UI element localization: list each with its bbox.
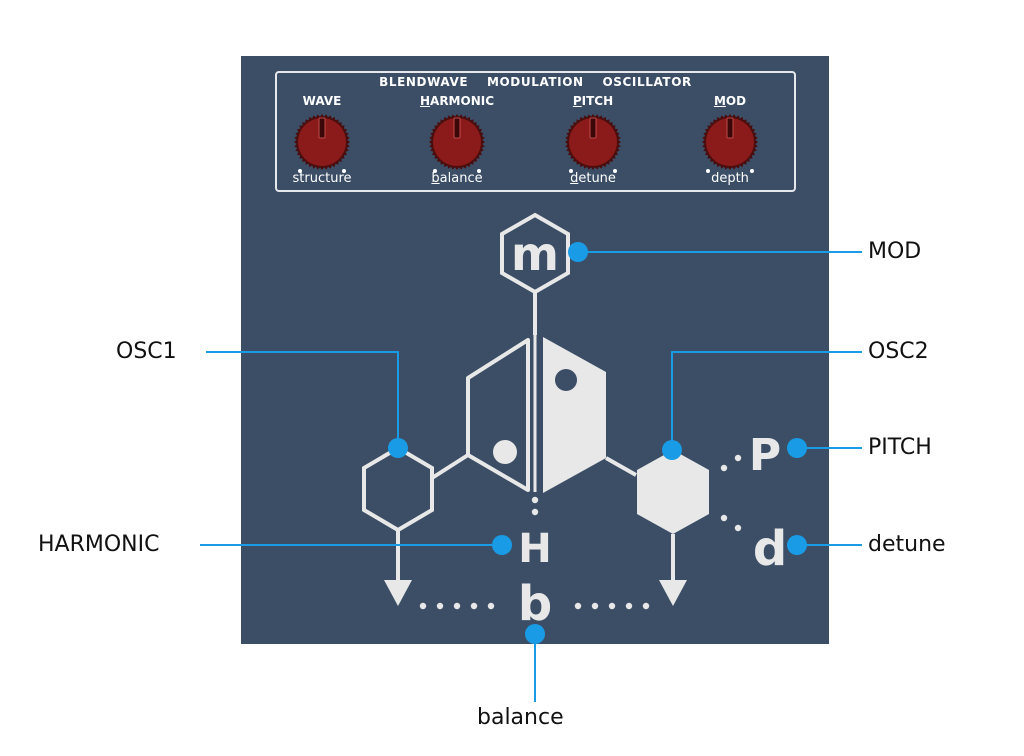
osc2-leader-line bbox=[671, 351, 862, 450]
osc1-hexagon bbox=[362, 445, 434, 533]
balance-marker bbox=[525, 624, 545, 644]
osc2-wave-dot bbox=[555, 369, 577, 391]
callout-pitch: PITCH bbox=[868, 435, 932, 460]
mod-knob[interactable] bbox=[699, 113, 761, 175]
knob-label-wave: WAVE bbox=[302, 94, 342, 108]
osc2-output-arrow bbox=[659, 580, 687, 606]
osc1-wave-outline bbox=[466, 338, 530, 492]
callout-balance: balance bbox=[477, 705, 564, 730]
osc1-leader-line bbox=[206, 351, 399, 448]
center-dot bbox=[531, 496, 539, 504]
callout-osc1: OSC1 bbox=[116, 339, 177, 364]
panel-title: BLENDWAVE MODULATION OSCILLATOR bbox=[379, 75, 692, 89]
pitch-marker bbox=[787, 438, 807, 458]
callout-detune: detune bbox=[868, 532, 946, 557]
knob-graphic bbox=[429, 114, 485, 173]
knob-label-mod: MOD bbox=[713, 94, 747, 108]
osc1-marker bbox=[388, 438, 408, 458]
harmonic-letter: H bbox=[518, 526, 551, 572]
pitch-letter: P bbox=[749, 430, 781, 481]
callout-harmonic: HARMONIC bbox=[38, 532, 160, 557]
control-header: BLENDWAVE MODULATION OSCILLATOR WAVE str… bbox=[275, 71, 796, 192]
knob-label-pitch: PITCH bbox=[572, 94, 614, 108]
knob-sub-depth: depth bbox=[711, 171, 749, 186]
mod-letter: m bbox=[511, 227, 559, 281]
pitch-dot bbox=[720, 464, 728, 472]
knob-label-harmonic: HARMONIC bbox=[419, 94, 495, 108]
detune-letter: d bbox=[753, 521, 787, 577]
knob-graphic bbox=[702, 114, 758, 173]
knob-group-mod: MOD depth bbox=[680, 93, 780, 186]
osc2-link bbox=[605, 456, 637, 477]
center-dot bbox=[531, 508, 539, 516]
osc1-wave-dot bbox=[493, 440, 517, 464]
knob-sub-structure: structure bbox=[292, 171, 352, 186]
callout-osc2: OSC2 bbox=[868, 339, 929, 364]
balance-dots bbox=[419, 602, 650, 610]
knob-group-harmonic: HARMONIC balance bbox=[407, 93, 507, 186]
callout-mod: MOD bbox=[868, 239, 922, 264]
balance-letter: b bbox=[518, 576, 552, 632]
osc1-output-arrow bbox=[384, 580, 412, 606]
osc1-link bbox=[430, 453, 470, 480]
harmonic-knob[interactable] bbox=[426, 113, 488, 175]
detune-marker bbox=[787, 535, 807, 555]
knob-sub-detune: detune bbox=[570, 171, 616, 186]
osc2-wave-shape bbox=[543, 337, 606, 493]
pitch-knob[interactable] bbox=[562, 113, 624, 175]
detune-dot bbox=[720, 514, 728, 522]
detune-dot bbox=[734, 524, 742, 532]
knob-group-wave: WAVE structure bbox=[272, 93, 372, 186]
knob-group-pitch: PITCH detune bbox=[543, 93, 643, 186]
knob-sub-balance: balance bbox=[431, 171, 483, 186]
mod-marker bbox=[568, 242, 588, 262]
wave-knob[interactable] bbox=[291, 113, 353, 175]
harmonic-marker bbox=[492, 535, 512, 555]
osc2-marker bbox=[662, 440, 682, 460]
osc2-hexagon bbox=[637, 450, 709, 534]
knob-graphic bbox=[565, 114, 621, 173]
pitch-dot bbox=[734, 454, 742, 462]
knob-graphic bbox=[294, 114, 350, 173]
